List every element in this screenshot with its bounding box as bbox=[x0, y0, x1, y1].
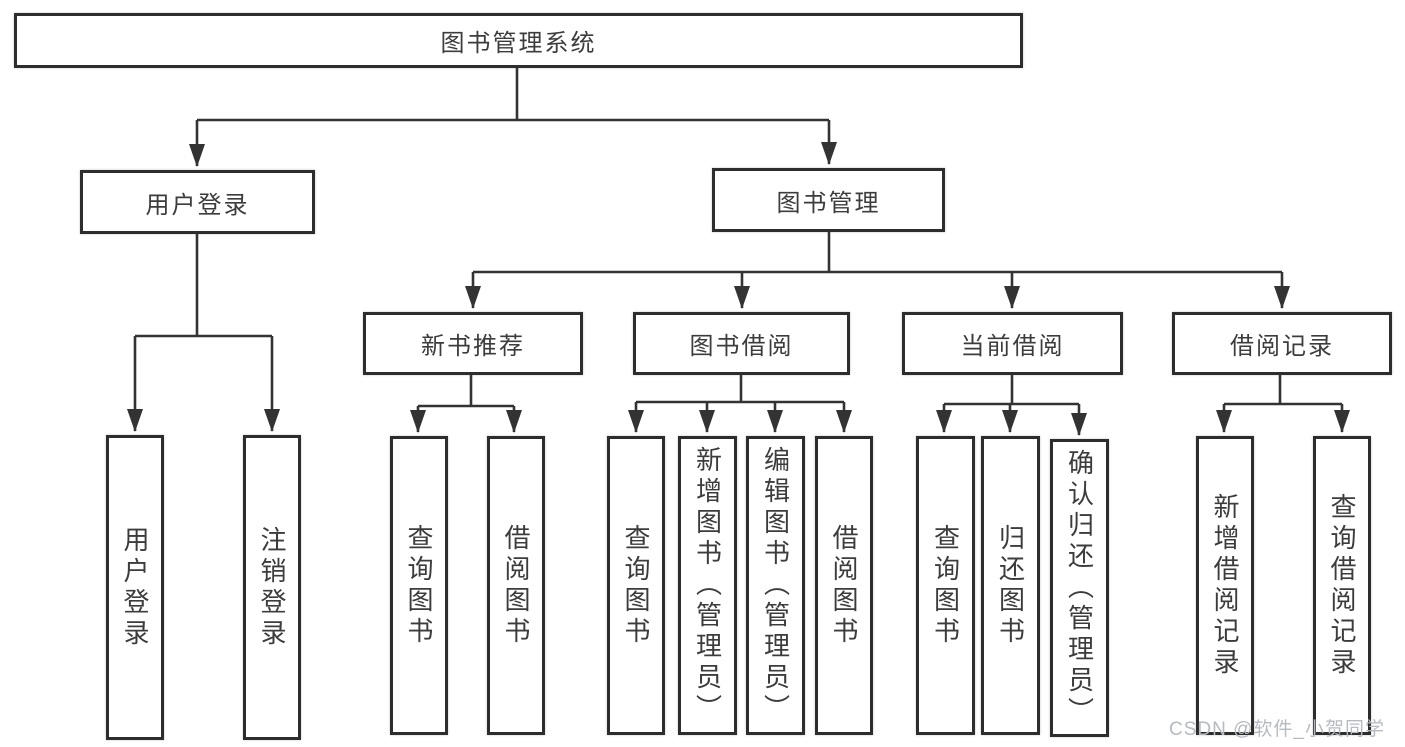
csdn-watermark: CSDN @软件_小贺同学 bbox=[1169, 719, 1385, 740]
leaf-label: 查询图书 bbox=[404, 523, 434, 648]
leaf-label: 新增借阅记录 bbox=[1210, 492, 1240, 679]
node-library-management-system: 图书管理系统 bbox=[14, 13, 1023, 68]
leaf-query-books-recommend: 查询图书 bbox=[390, 436, 448, 735]
leaf-label: 归还图书 bbox=[995, 523, 1026, 648]
node-label: 图书借阅 bbox=[689, 333, 794, 360]
leaf-edit-books-admin: 编辑图书（管理员） bbox=[746, 436, 805, 735]
leaf-borrow-books-borrowing: 借阅图书 bbox=[815, 436, 873, 735]
leaf-confirm-return-admin: 确认归还（管理员） bbox=[1050, 439, 1109, 737]
node-user-login: 用户登录 bbox=[80, 170, 315, 234]
leaf-label: 新增图书（管理员） bbox=[692, 446, 723, 725]
leaf-query-books-current: 查询图书 bbox=[916, 436, 975, 735]
node-label: 图书管理系统 bbox=[440, 30, 597, 57]
leaf-label: 确认归还（管理员） bbox=[1064, 448, 1095, 728]
node-current-borrowing: 当前借阅 bbox=[902, 312, 1123, 375]
leaf-label: 查询图书 bbox=[930, 523, 961, 648]
leaf-label: 借阅图书 bbox=[501, 523, 531, 648]
node-book-management: 图书管理 bbox=[712, 168, 945, 232]
leaf-add-borrow-record: 新增借阅记录 bbox=[1196, 436, 1254, 735]
leaf-label: 查询借阅记录 bbox=[1327, 492, 1357, 679]
leaf-logout: 注销登录 bbox=[243, 435, 301, 740]
leaf-label: 借阅图书 bbox=[829, 523, 859, 648]
node-label: 借阅记录 bbox=[1230, 333, 1334, 360]
leaf-add-books-admin: 新增图书（管理员） bbox=[678, 436, 737, 735]
node-label: 新书推荐 bbox=[421, 333, 525, 360]
leaf-borrow-books-recommend: 借阅图书 bbox=[487, 436, 545, 735]
leaf-label: 查询图书 bbox=[621, 523, 651, 648]
leaf-query-borrow-record: 查询借阅记录 bbox=[1313, 436, 1371, 735]
node-label: 当前借阅 bbox=[960, 333, 1065, 360]
leaf-query-books-borrowing: 查询图书 bbox=[607, 436, 665, 735]
leaf-return-books: 归还图书 bbox=[981, 436, 1040, 735]
node-new-book-recommendation: 新书推荐 bbox=[363, 312, 583, 375]
leaf-label: 用户登录 bbox=[120, 525, 150, 650]
node-book-borrowing: 图书借阅 bbox=[633, 312, 850, 375]
node-label: 用户登录 bbox=[145, 191, 250, 219]
leaf-label: 编辑图书（管理员） bbox=[760, 446, 791, 725]
leaf-label: 注销登录 bbox=[257, 525, 287, 650]
node-label: 图书管理 bbox=[776, 189, 881, 217]
leaf-user-login: 用户登录 bbox=[106, 435, 164, 740]
node-borrowing-records: 借阅记录 bbox=[1172, 312, 1392, 375]
